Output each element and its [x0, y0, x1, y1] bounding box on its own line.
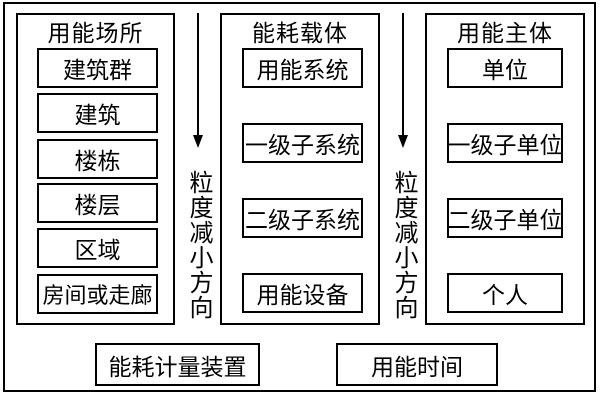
column-title-subjects: 用能主体: [457, 21, 553, 46]
box-building: 建筑: [37, 93, 158, 133]
box-level1-subsystem: 一级子系统: [242, 123, 363, 163]
box-level1-subunit: 一级子单位: [447, 123, 563, 163]
box-individual: 个人: [447, 273, 563, 313]
arrow-head-down-1: [193, 135, 203, 148]
column-energy-subjects: 用能主体 单位 一级子单位 二级子单位 个人: [425, 13, 585, 325]
granularity-direction-label-1: 粒度减小方向: [185, 170, 211, 320]
column-energy-carriers: 能耗载体 用能系统 一级子系统 二级子系统 用能设备: [220, 13, 380, 325]
box-room-or-corridor: 房间或走廊: [37, 274, 158, 314]
column-title-places: 用能场所: [47, 21, 144, 46]
box-level2-subsystem: 二级子系统: [242, 198, 363, 238]
granularity-direction-label-2: 粒度减小方向: [390, 170, 416, 320]
column-energy-use-places: 用能场所 建筑群 建筑 楼栋 楼层 区域 房间或走廊: [16, 13, 175, 325]
box-organization: 单位: [447, 48, 563, 88]
arrow-shaft-2: [402, 13, 404, 136]
arrow-shaft-1: [197, 13, 199, 136]
box-level2-subunit: 二级子单位: [447, 198, 563, 238]
box-building-block: 楼栋: [37, 139, 158, 179]
arrow-head-down-2: [398, 135, 408, 148]
box-energy-metering-device: 能耗计量装置: [95, 343, 260, 386]
box-energy-use-time: 用能时间: [336, 343, 498, 386]
box-floor: 楼层: [37, 183, 158, 223]
box-building-cluster: 建筑群: [37, 48, 158, 88]
box-zone: 区域: [37, 228, 158, 268]
box-energy-equipment: 用能设备: [242, 273, 363, 313]
box-energy-system: 用能系统: [242, 48, 363, 88]
column-title-carriers: 能耗载体: [252, 21, 348, 46]
